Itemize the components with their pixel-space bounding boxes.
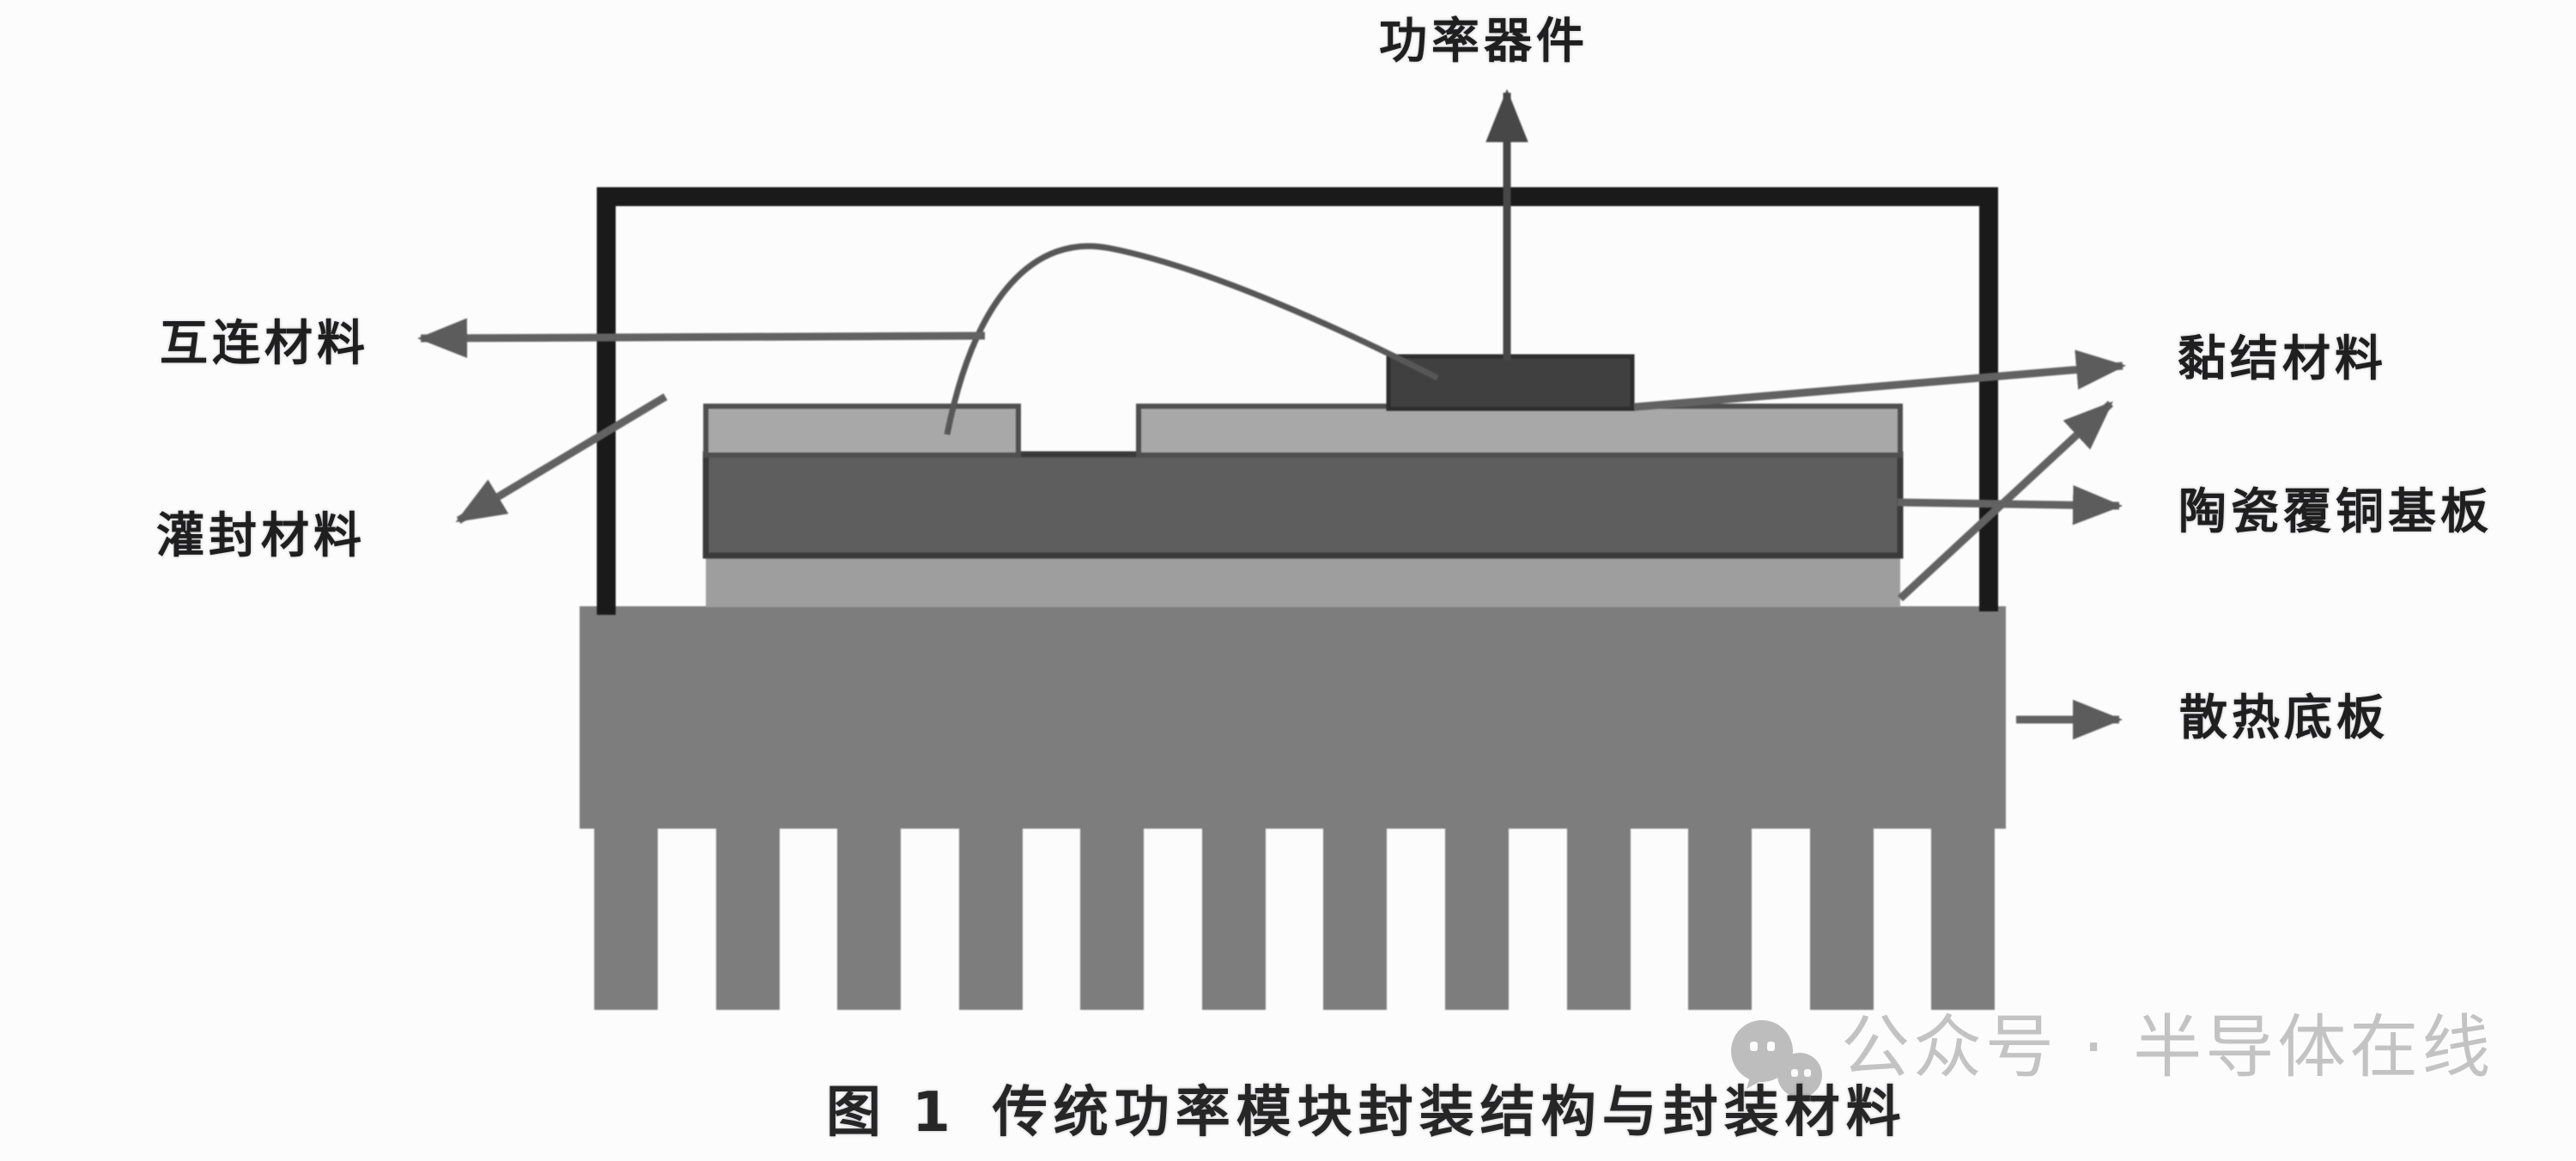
heatsink-baseplate-shape bbox=[580, 606, 2006, 829]
watermark: 公众号 · 半导体在线 bbox=[1724, 1003, 2494, 1108]
heatsink-fin bbox=[1202, 823, 1266, 1010]
chip-shape bbox=[1386, 354, 1635, 411]
interconnect-leader-arrow bbox=[416, 318, 986, 358]
bond-wire bbox=[944, 243, 1439, 435]
label-power-device: 功率器件 bbox=[1379, 14, 1589, 70]
top-copper-right-shape bbox=[1136, 404, 1903, 458]
label-potting-material: 灌封材料 bbox=[156, 508, 366, 564]
heatsink-fin bbox=[1810, 823, 1874, 1010]
bottom-copper-layer-shape bbox=[706, 556, 1900, 607]
heatsink-fin bbox=[959, 823, 1023, 1010]
caption-number: 图 1 bbox=[826, 1081, 957, 1145]
heatsink-fin bbox=[1931, 823, 1995, 1010]
potting-leader-arrow bbox=[455, 393, 668, 524]
label-interconnect-material: 互连材料 bbox=[160, 316, 369, 372]
label-heatsink-baseplate: 散热底板 bbox=[2179, 690, 2389, 746]
heatsink-fin bbox=[1567, 823, 1631, 1010]
label-bonding-material: 黏结材料 bbox=[2178, 331, 2387, 387]
label-dbc-substrate: 陶瓷覆铜基板 bbox=[2178, 484, 2493, 540]
heatsink-fin bbox=[716, 823, 780, 1010]
module-case-outline bbox=[597, 187, 1998, 615]
caption-title: 传统功率模块封装结构与封装材料 bbox=[992, 1081, 1907, 1145]
heatsink-fin bbox=[837, 823, 901, 1010]
heatsink-fin bbox=[1688, 823, 1752, 1010]
figure-caption: 图 1 传统功率模块封装结构与封装材料 bbox=[826, 1068, 1907, 1147]
bonding-leader-arrow-chip bbox=[1633, 350, 2127, 411]
heatsink-fin bbox=[594, 823, 658, 1010]
heatsink-fins bbox=[594, 823, 1995, 1010]
heatsink-fin bbox=[1080, 823, 1144, 1010]
top-copper-left-shape bbox=[703, 404, 1021, 458]
wechat-chat-bubbles-icon bbox=[1731, 1020, 1822, 1103]
dbc-substrate-leader-arrow bbox=[1897, 484, 2123, 526]
heatsink-fin bbox=[1323, 823, 1387, 1010]
watermark-text: 公众号 · 半导体在线 bbox=[1841, 1007, 2494, 1087]
heatsink-fin bbox=[1445, 823, 1509, 1010]
ceramic-layer-shape bbox=[702, 451, 1904, 559]
